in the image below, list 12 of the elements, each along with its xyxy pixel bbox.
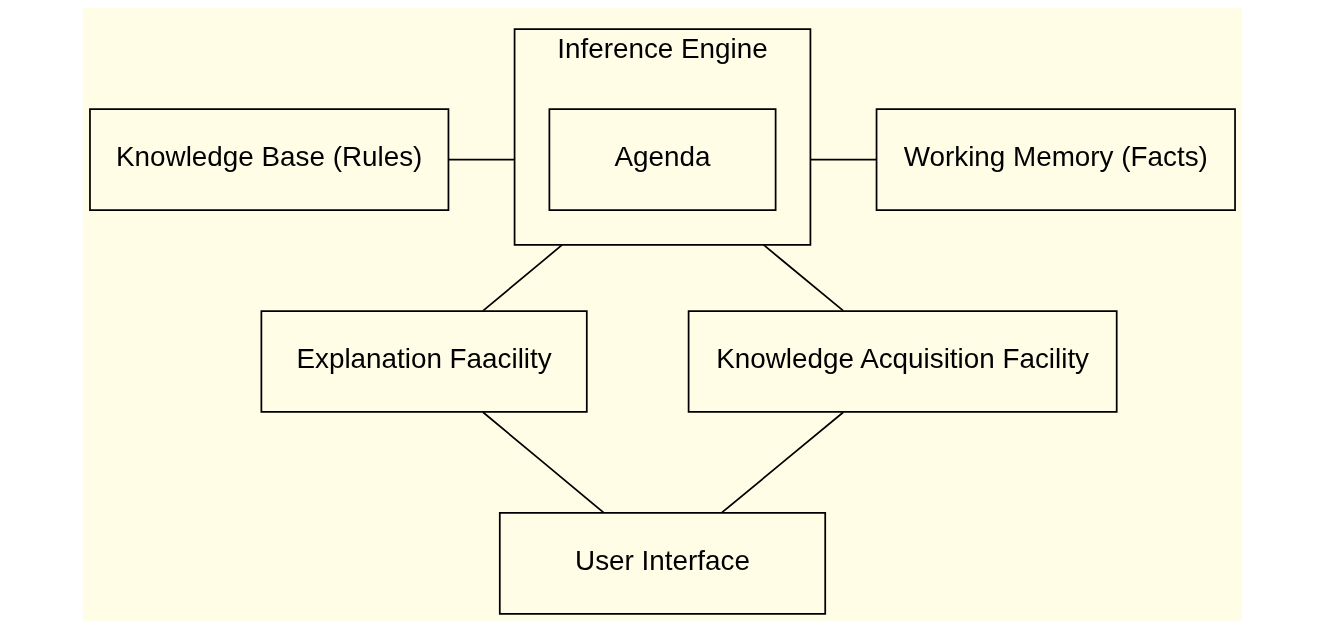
connector (809, 158, 877, 161)
connector (481, 411, 604, 514)
connector (720, 411, 844, 514)
node-box: Knowledge Base (Rules) (88, 108, 449, 211)
node-box: Explanation Faacility (260, 310, 588, 413)
connector (447, 158, 515, 161)
connector (762, 244, 844, 312)
node-box: Working Memory (Facts) (875, 108, 1236, 211)
connector (481, 244, 563, 312)
node-box: Agenda (548, 108, 776, 211)
node-box: Knowledge Acquisition Facility (687, 310, 1118, 413)
node-box: User Interface (498, 512, 826, 615)
